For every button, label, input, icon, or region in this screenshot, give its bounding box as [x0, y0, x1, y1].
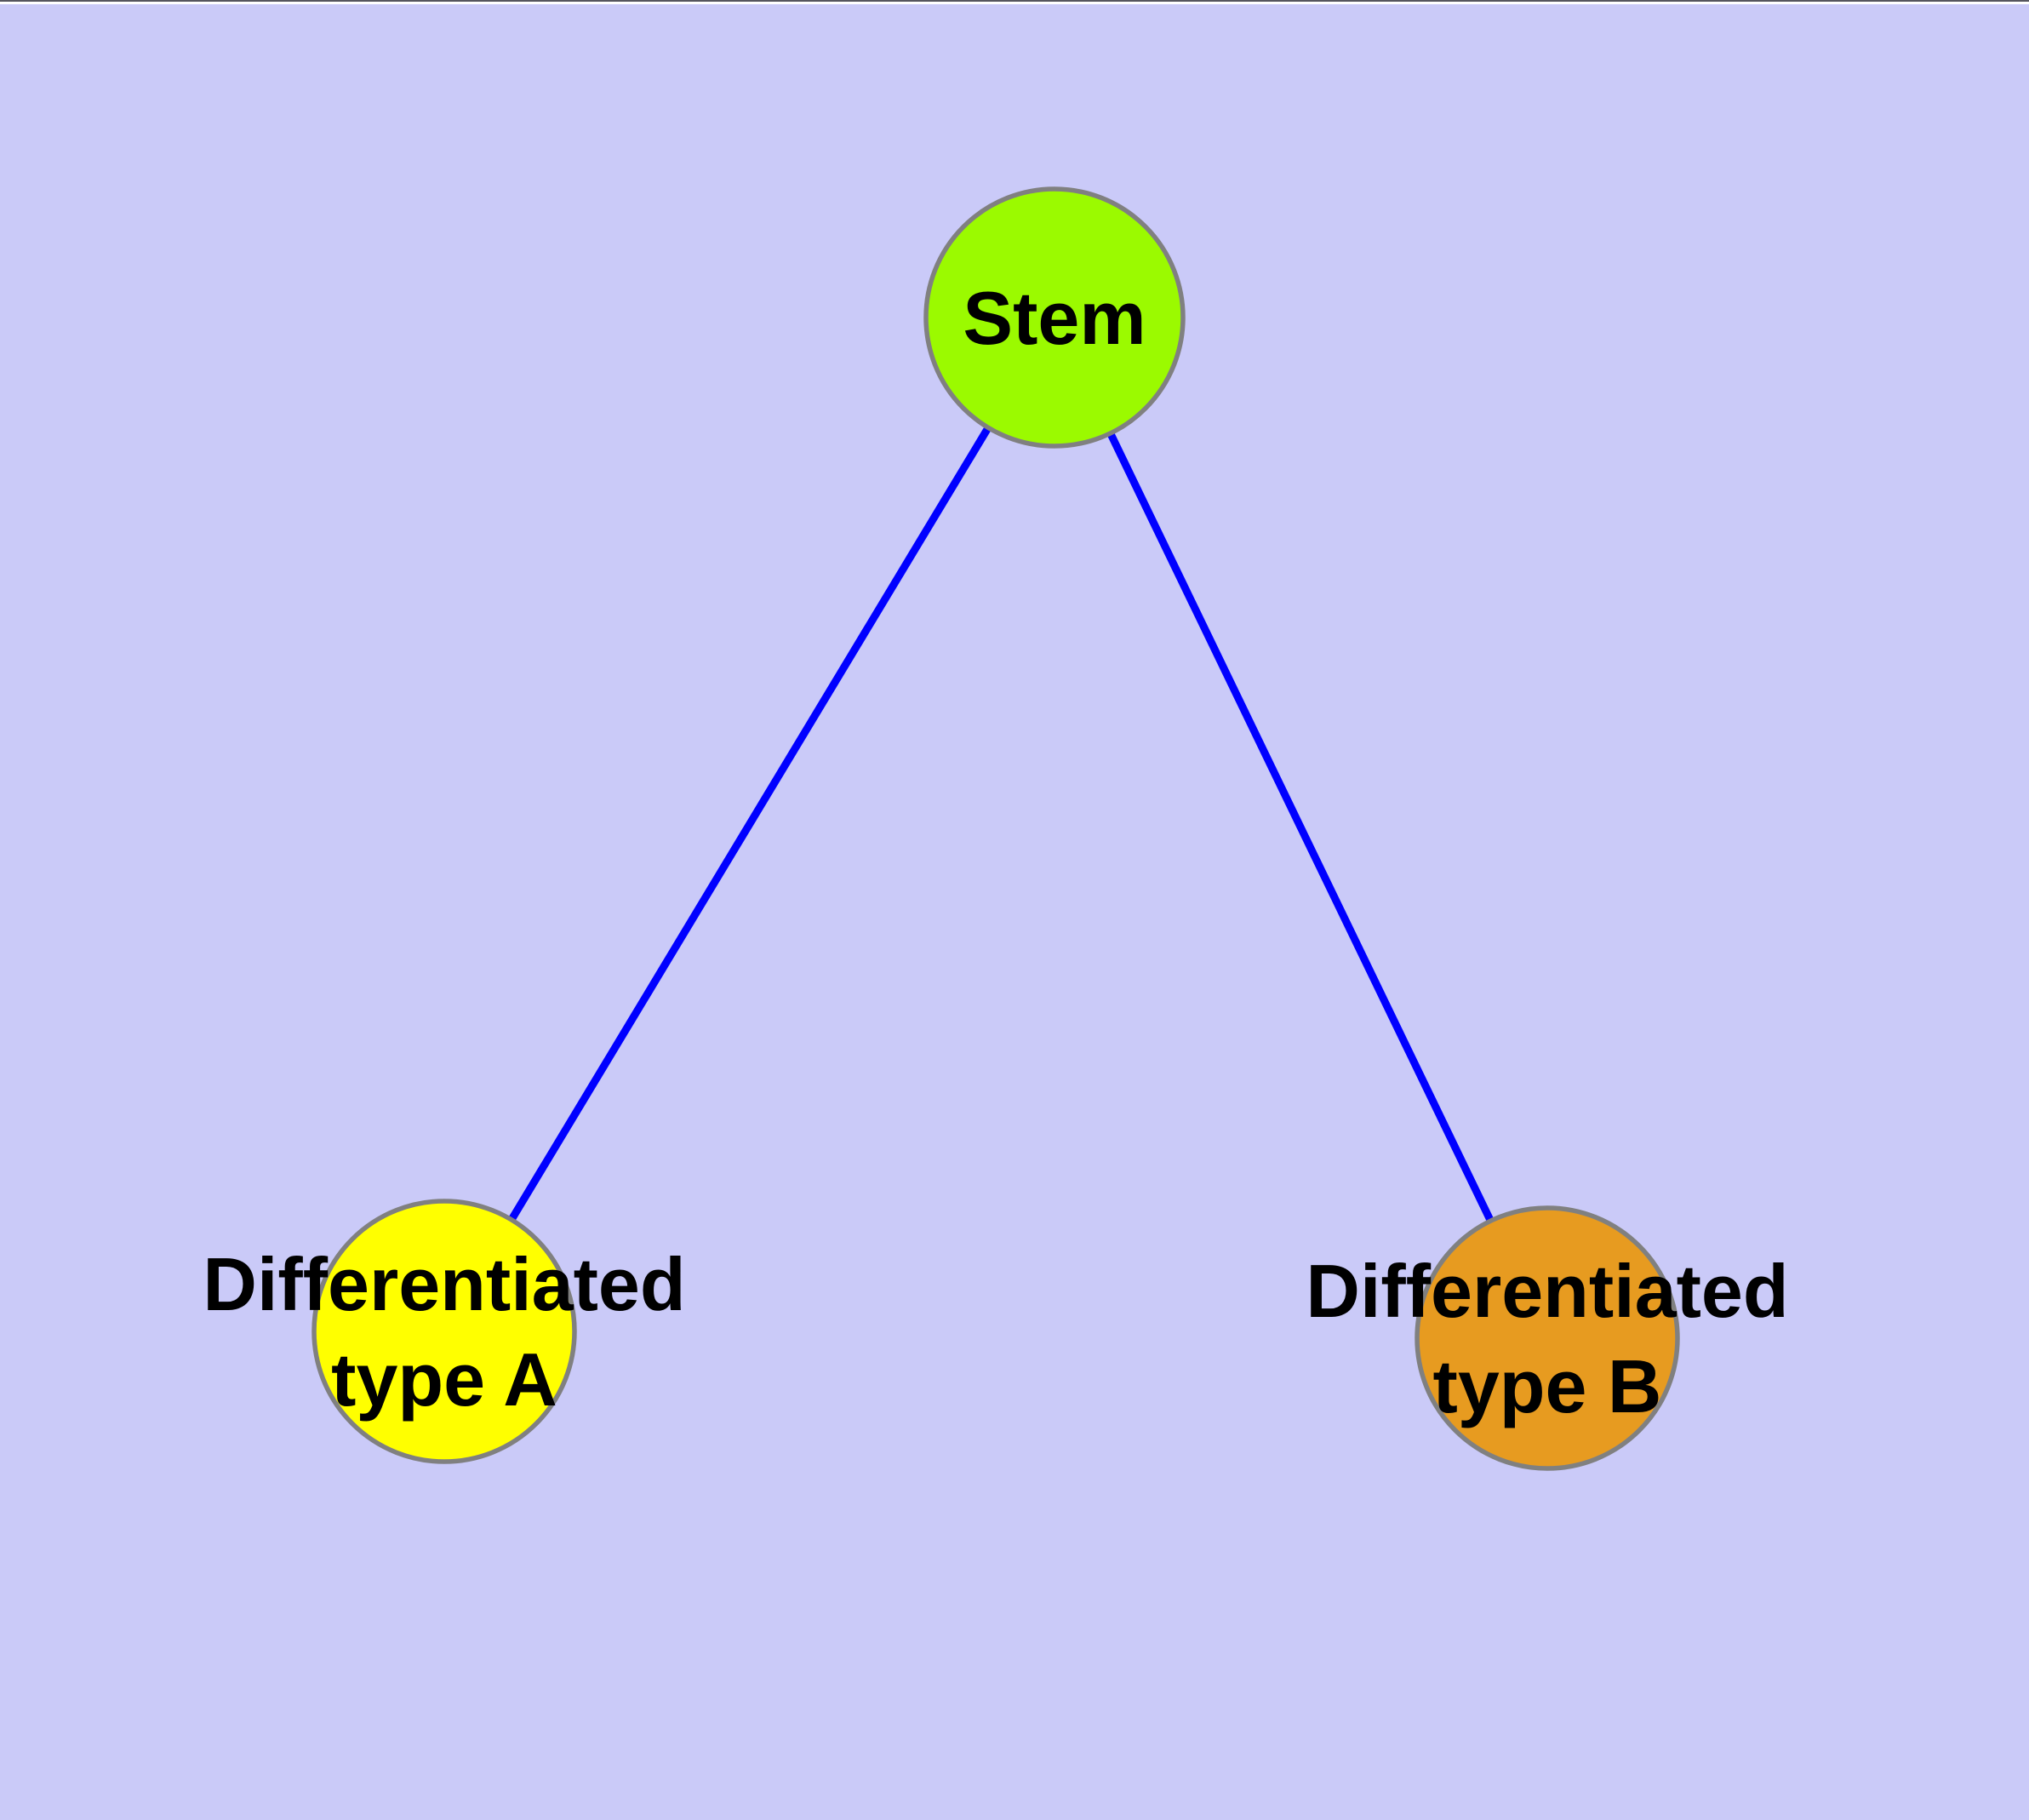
window-top-edge: [0, 0, 2029, 2]
node-layer: [311, 186, 1680, 1471]
edge-stem-typeB: [1050, 316, 1552, 1340]
edge-stem-typeA: [441, 315, 1058, 1334]
node-typeA: [311, 1199, 577, 1464]
node-label-stem: Stem: [963, 276, 1146, 360]
node-typeB: [1415, 1205, 1680, 1471]
edge-layer: [441, 315, 1552, 1340]
node-stem: [923, 186, 1186, 449]
window-top-highlight: [0, 2, 2029, 4]
